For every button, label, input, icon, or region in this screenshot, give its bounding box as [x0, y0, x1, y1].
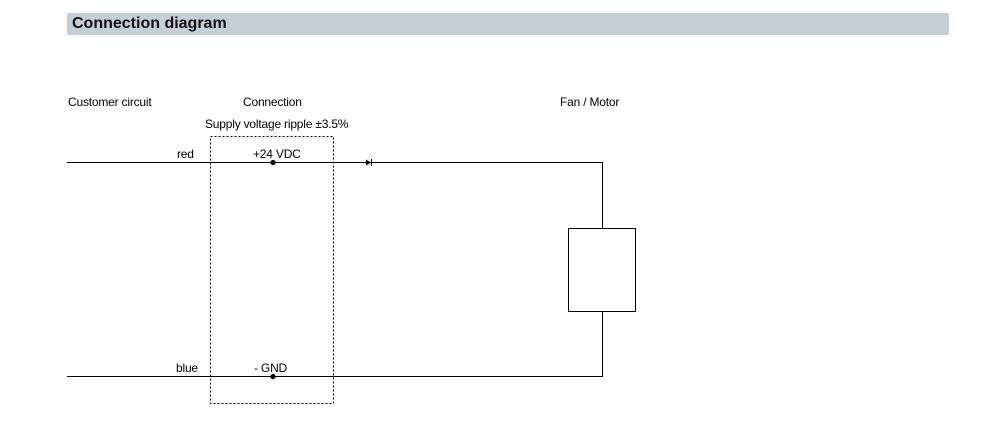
blue-wire-label: blue: [176, 361, 198, 375]
connection-label: Connection: [243, 95, 302, 109]
fan-motor-label: Fan / Motor: [560, 95, 620, 109]
gnd-label: - GND: [254, 361, 287, 375]
plus-24vdc-terminal: [270, 159, 276, 166]
diode-symbol: [366, 159, 372, 166]
red-wire-label: red: [177, 147, 194, 161]
supply-ripple-note: Supply voltage ripple ±3.5%: [205, 117, 349, 131]
plus-24vdc-label: +24 VDC: [253, 147, 301, 161]
section-title: Connection diagram: [67, 13, 949, 35]
connection-box: [210, 136, 334, 404]
fan-motor-box: [568, 228, 636, 312]
gnd-terminal: [270, 373, 276, 380]
customer-circuit-label: Customer circuit: [68, 95, 152, 109]
